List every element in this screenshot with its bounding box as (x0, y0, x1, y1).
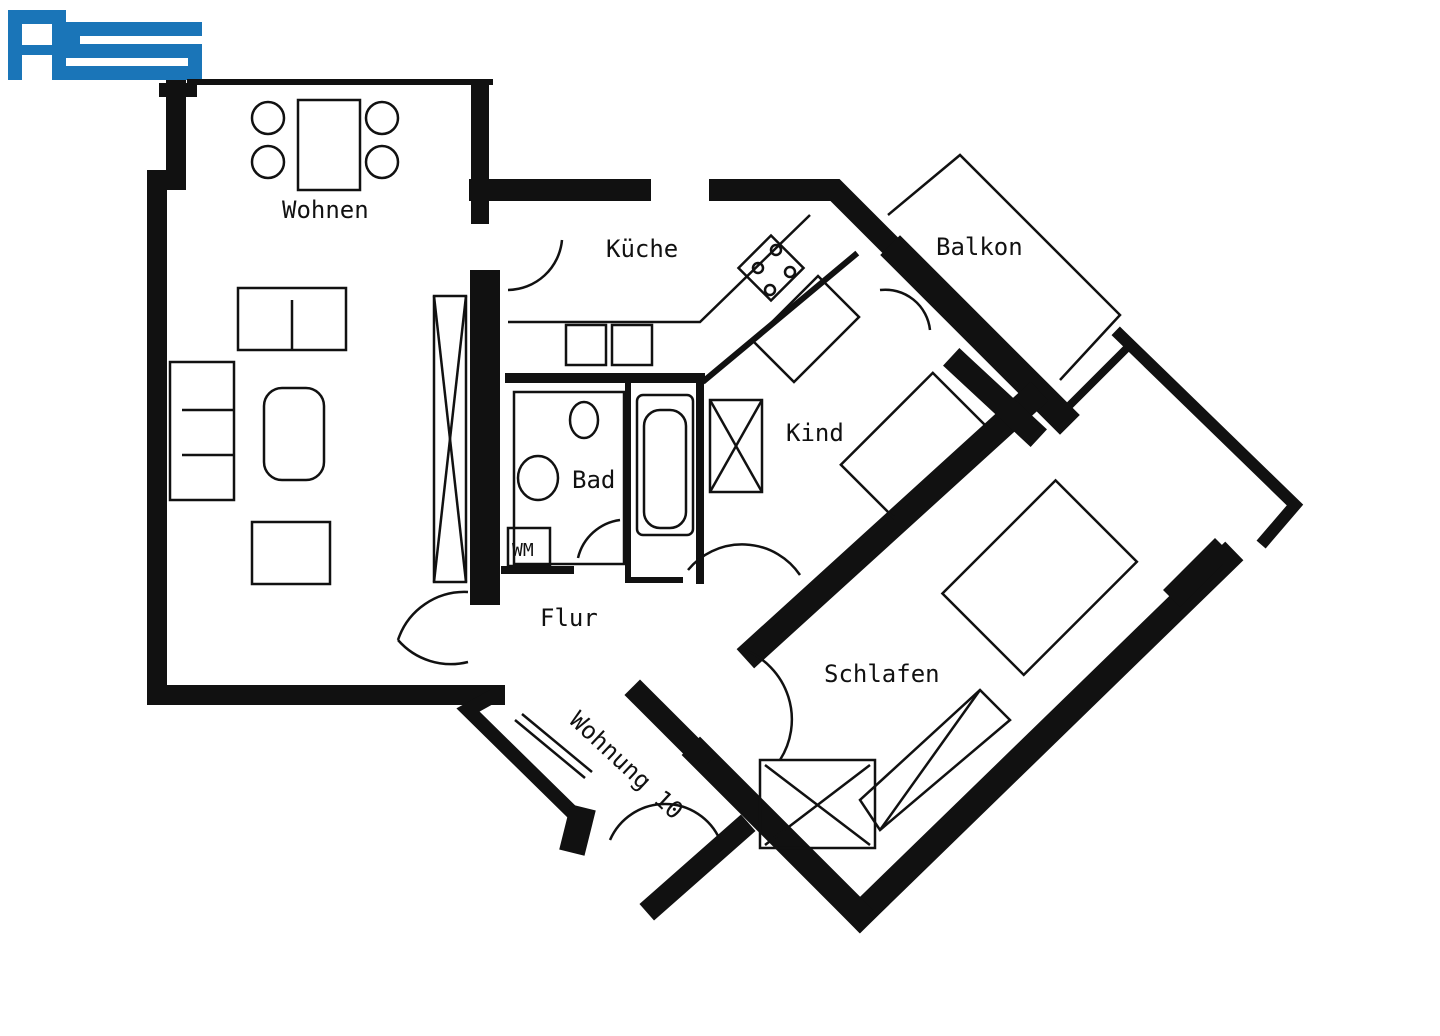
wardrobe-wohnen (432, 294, 468, 584)
door-swings (396, 239, 932, 841)
room-label-wm: WM (512, 540, 534, 561)
room-label-bad: Bad (572, 466, 615, 494)
room-label-wohnen: Wohnen (282, 196, 369, 224)
balkon-outline (887, 153, 1122, 381)
living-furniture (168, 286, 348, 586)
company-logo: AS (8, 10, 202, 80)
room-label-balkon: Balkon (936, 233, 1023, 261)
room-label-schlafen: Schlafen (824, 660, 940, 688)
room-label-flur: Flur (540, 604, 598, 632)
room-label-kind: Kind (786, 419, 844, 447)
dining-set (250, 98, 400, 192)
schlafen-furniture (758, 478, 1139, 850)
kitchen-counter (508, 214, 811, 367)
bathroom-fixtures (506, 390, 695, 568)
kind-furniture (708, 274, 988, 520)
interior-walls (470, 250, 1232, 669)
outer-walls (147, 79, 1304, 934)
room-label-kueche: Küche (606, 235, 678, 263)
entrance-step (514, 713, 593, 779)
